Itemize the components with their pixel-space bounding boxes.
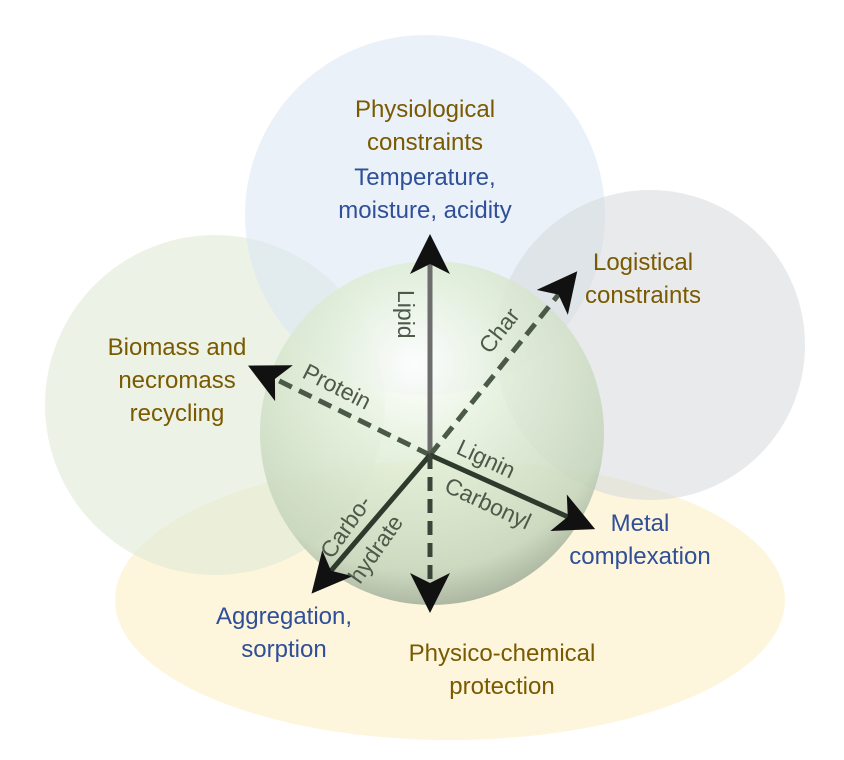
- lipid-label: Lipid: [393, 290, 419, 339]
- physiological-constraints-1: Physiological: [355, 96, 495, 123]
- temperature-label-1: Temperature,: [354, 164, 495, 191]
- biomass-label-3: recycling: [130, 400, 225, 427]
- logistical-constraints-1: Logistical: [593, 249, 693, 276]
- biomass-label-2: necromass: [118, 367, 235, 394]
- physico-chemical-label-1: Physico-chemical: [409, 640, 596, 667]
- carbohydrate-axis: [311, 453, 432, 594]
- physico-chemical-label-2: protection: [449, 673, 554, 700]
- logistical-constraints-2: constraints: [585, 282, 701, 309]
- physiological-constraints-2: constraints: [367, 129, 483, 156]
- metal-label-1: Metal: [611, 510, 670, 537]
- metal-label-2: complexation: [569, 543, 710, 570]
- biomass-label-1: Biomass and: [108, 334, 247, 361]
- char-axis: [428, 271, 578, 457]
- protein-axis: [248, 365, 432, 458]
- lignin-carbonyl-axis: [428, 452, 596, 531]
- aggregation-label-2: sorption: [241, 636, 326, 663]
- aggregation-label-1: Aggregation,: [216, 603, 352, 630]
- temperature-label-2: moisture, acidity: [338, 197, 511, 224]
